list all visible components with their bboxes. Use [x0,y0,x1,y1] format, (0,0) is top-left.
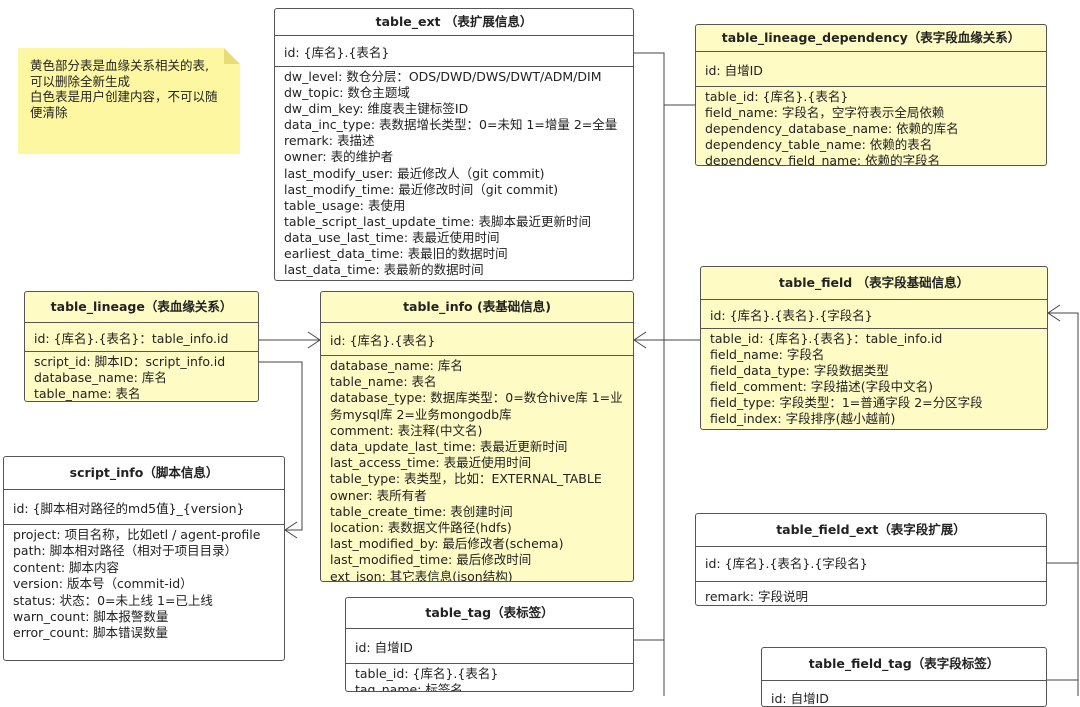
entity-id: id: 自增ID [696,52,1046,87]
field-row: remark: 表描述 [284,133,375,149]
field-row: project: 项目名称，比如etl / agent-profile [13,527,261,542]
entity-table-lineage-dependency: table_lineage_dependency（表字段血缘关系） id: 自增… [695,24,1047,166]
entity-title: table_lineage_dependency（表字段血缘关系） [696,25,1046,52]
entity-id: id: {库名}.{表名} [275,36,633,67]
field-row: warn_count: 脚本报警数量 [13,609,169,625]
entity-fields: dw_level: 数仓分层：ODS/DWD/DWS/DWT/ADM/DIM d… [275,67,633,280]
field-row: field_name: 字段名，空字符表示全局依赖 [705,105,945,120]
field-row: table_id: {库名}.{表名}：table_info.id [710,331,943,346]
entity-title: table_field_tag（表字段标签） [762,648,1046,681]
field-row: data_update_last_time: 表最近更新时间 [330,439,568,455]
field-row: last_access_time: 表最近使用时间 [330,455,532,471]
note-line: 可以删除全新生成 [30,73,131,89]
entity-table-info: table_info (表基础信息) id: {库名}.{表名} databas… [320,291,634,582]
field-row: owner: 表所有者 [330,487,427,503]
field-row: table_name: 表名 [34,386,141,402]
entity-fields: project: 项目名称，比如etl / agent-profile path… [4,525,284,644]
connector-table-ext [634,52,665,696]
note-fold-corner [224,48,240,64]
field-row: last_modify_user: 最近修改人（git commit) [284,165,545,181]
field-row: last_modified_by: 最后修改者(schema) [330,536,564,552]
entity-id: id: {库名}.{表名}.{字段名} [701,300,1047,329]
entity-table-tag: table_tag（表标签） id: 自增ID table_id: {库名}.{… [345,597,634,692]
field-row: dependency_database_name: 依赖的库名 [705,121,959,136]
field-row: error_count: 脚本错误数量 [13,625,168,641]
field-row: location: 表数据文件路径(hdfs) [330,520,512,536]
field-row: table_usage: 表使用 [284,197,406,213]
field-row: dependency_table_name: 依赖的表名 [705,137,933,152]
field-row: field_comment: 字段描述(字段中文名) [710,379,934,395]
field-row: table_id: {库名}.{表名} [355,666,499,681]
entity-title: table_field （表字段基础信息） [701,267,1047,300]
entity-title: table_tag（表标签） [346,598,633,629]
field-row: tag_name: 标签名 [355,682,463,692]
entity-fields: script_id: 脚本ID：script_info.id database_… [25,352,258,402]
entity-fields: table_id: {库名}.{表名} field_name: 字段名，空字符表… [696,87,1046,166]
entity-id: id: {库名}.{表名} [321,323,633,356]
entity-table-field: table_field （表字段基础信息） id: {库名}.{表名}.{字段名… [700,266,1048,430]
field-row: last_data_time: 表最新的数据时间 [284,262,484,278]
field-row: comment: 表注释(中文名) [330,422,483,438]
field-row: database_name: 库名 [34,370,167,386]
entity-title: table_info (表基础信息) [321,292,633,323]
entity-fields: table_id: {库名}.{表名}：table_info.id field_… [701,329,1047,429]
entity-fields: table_id: {库名}.{表名} tag_name: 标签名 [346,664,633,692]
field-row: owner: 表的维护者 [284,149,394,165]
field-row: database_name: 库名 [330,358,463,373]
legend-note: 黄色部分表是血缘关系相关的表, 可以删除全新生成 白色表是用户创建内容，不可以随… [18,48,240,154]
entity-title: table_field_ext（表字段扩展） [696,514,1046,547]
entity-table-lineage: table_lineage（表血缘关系） id: {库名}.{表名}：table… [24,291,259,402]
entity-fields: remark: 字段说明 [696,582,1046,605]
arrow-lineage-to-script [284,521,298,539]
entity-id: id: {脚本相对路径的md5值}_{version} [4,490,284,525]
note-line: 白色表是用户创建内容，不可以随 [30,89,218,104]
field-row: ext_json: 其它表信息(json结构) [330,568,513,582]
entity-script-info: script_info（脚本信息） id: {脚本相对路径的md5值}_{ver… [3,456,285,661]
field-row: dw_topic: 数仓主题域 [284,85,410,101]
arrow-to-table-info [633,331,647,349]
field-row: field_name: 字段名 [710,347,825,363]
entity-title: table_lineage（表血缘关系） [25,292,258,323]
field-row: remark: 字段说明 [705,589,808,604]
entity-table-field-ext: table_field_ext（表字段扩展） id: {库名}.{表名}.{字段… [695,513,1047,606]
note-line: 黄色部分表是血缘关系相关的表, [30,58,209,73]
field-row: field_index: 字段排序(越小越前) [710,411,896,427]
field-row: last_modify_time: 最近修改时间（git commit) [284,181,559,197]
entity-table-ext: table_ext （表扩展信息） id: {库名}.{表名} dw_level… [274,8,634,281]
field-row: data_inc_type: 表数据增长类型：0=未知 1=增量 2=全量 [284,117,618,133]
field-row: table_type: 表类型，比如：EXTERNAL_TABLE [330,471,602,487]
field-row: dw_dim_key: 维度表主键标签ID [284,101,469,117]
entity-id: id: {库名}.{表名}：table_info.id [25,323,258,352]
entity-id: id: 自增ID [762,681,1046,706]
field-row: version: 版本号（commit-id） [13,576,193,592]
field-row: table_id: {库名}.{表名} [705,89,849,104]
field-row: script_id: 脚本ID：script_info.id [34,354,226,369]
entity-table-field-tag: table_field_tag（表字段标签） id: 自增ID [761,647,1047,707]
field-row: data_use_last_time: 表最近使用时间 [284,229,500,245]
field-row: table_name: 表名 [330,374,437,390]
entity-title: table_ext （表扩展信息） [275,9,633,36]
field-row: field_data_type: 字段数据类型 [710,363,889,379]
connector-field-ext [1047,312,1079,564]
field-row: status: 状态：0=未上线 1=已上线 [13,592,213,608]
field-row: path: 脚本相对路径（相对于项目目录） [13,543,238,559]
entity-fields: database_name: 库名 table_name: 表名 databas… [321,356,633,582]
entity-id: id: 自增ID [346,629,633,664]
field-row: field_type: 字段类型：1=普通字段 2=分区字段 [710,395,983,411]
connector-lineage-to-script [259,361,303,531]
field-row: table_script_last_update_time: 表脚本最近更新时间 [284,213,592,229]
field-row: content: 脚本内容 [13,559,120,575]
field-row: dependency_field_name: 依赖的字段名 [705,153,941,166]
field-row: database_type: 数据库类型：0=数仓hive库 1=业务mysql… [330,390,623,422]
field-row: earliest_data_time: 表最旧的数据时间 [284,246,508,262]
field-row: last_modified_time: 最后修改时间 [330,552,532,568]
entity-title: script_info（脚本信息） [4,457,284,490]
arrow-to-table-field [1047,304,1061,322]
note-line: 便清除 [30,104,68,120]
field-row: table_create_time: 表创建时间 [330,503,513,519]
field-row: dw_level: 数仓分层：ODS/DWD/DWS/DWT/ADM/DIM [284,69,602,84]
entity-id: id: {库名}.{表名}.{字段名} [696,547,1046,582]
